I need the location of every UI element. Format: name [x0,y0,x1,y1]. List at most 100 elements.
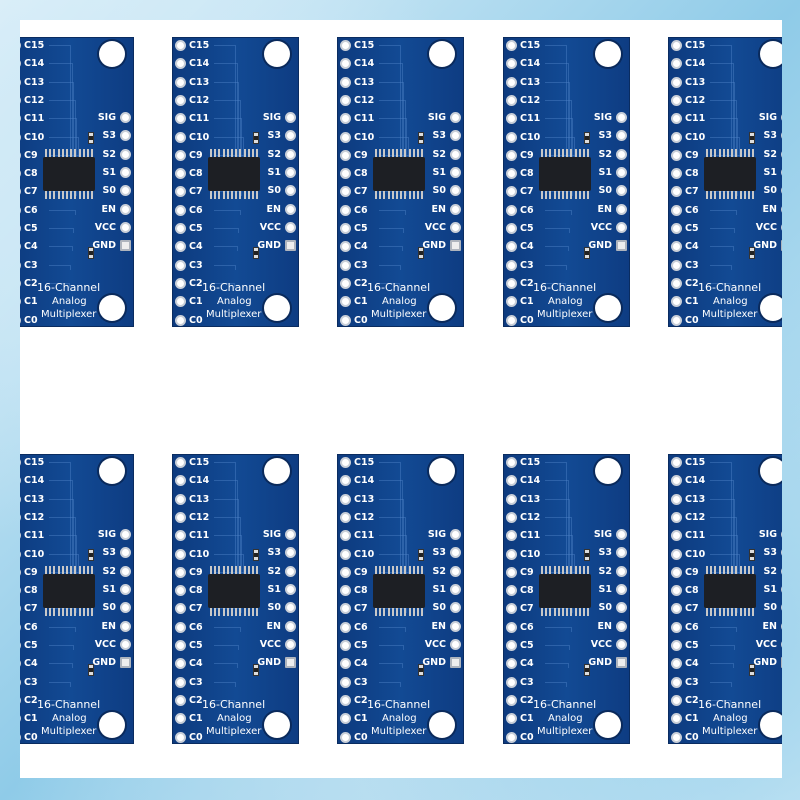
pin-pad [671,603,682,615]
ic-pin [587,149,590,157]
ic-pin [562,149,564,157]
pin-label: C8 [520,585,534,597]
pcb-trace [710,516,737,580]
pin-label: C0 [189,731,203,743]
pin-label: C3 [189,676,203,688]
pin-pad [175,168,186,180]
pin-pad [450,112,461,123]
pin-label: SIG [593,112,612,123]
pin-label: C14 [685,475,706,487]
pin-label: C9 [354,566,368,578]
ic-pin [727,191,729,199]
pin-pad [340,76,351,88]
ic-pin [247,191,250,199]
ic-pin [714,566,717,574]
ic-pin [566,566,569,574]
pin-pad [340,676,351,688]
pin-pad [120,185,131,197]
pin-pad [781,130,782,142]
ic-pin [49,608,52,616]
board-title: Analog [217,713,252,724]
pin-label: C11 [685,113,706,125]
pcb-trace [545,462,567,580]
pin-label: C8 [354,585,368,597]
pin-label: C5 [354,640,368,651]
pin-label: C11 [520,530,541,542]
pin-label: C5 [685,640,699,651]
ic-pin [583,191,585,199]
pin-pad [616,148,627,160]
pin-label: GND [753,657,777,669]
mounting-hole [760,295,782,321]
pin-pad [781,547,782,559]
pin-pad [616,565,627,577]
pin-pad [781,620,782,632]
mounting-hole [595,295,621,321]
pin-pad [175,713,186,725]
pcb-trace [49,516,76,580]
ic-pin [70,149,73,157]
pcb-trace [49,498,74,580]
ic-pin [396,149,398,157]
pin-pad [20,621,21,633]
pcb-trace [710,626,737,632]
pin-pad [340,40,351,51]
board-title: 16-Channel [367,698,431,711]
pin-label: C11 [354,113,375,125]
pin-pad [120,657,131,669]
pin-label: C10 [189,548,210,560]
ic-pin [61,608,64,616]
pin-label: S0 [102,185,116,197]
ic-pin [383,191,386,199]
ic-pin [222,149,225,157]
pcb-trace [379,209,406,215]
pin-label: C2 [354,277,368,289]
pcb-trace [710,663,734,669]
pin-label: C3 [24,259,38,271]
pin-label: C4 [354,658,368,670]
mounting-hole [99,458,125,484]
pcb-trace [214,498,239,580]
pcb-trace [710,480,734,580]
pin-pad [20,475,21,487]
pin-pad [506,223,517,234]
pin-label: C2 [189,277,203,289]
pcb-trace [710,228,735,233]
pin-label: SIG [427,529,446,540]
pcb-trace [214,681,236,687]
ic-pin [218,191,221,199]
pcb-trace [545,535,573,580]
pin-label: C7 [520,186,534,198]
ic-pin [375,191,377,199]
ic-pin [566,191,569,199]
pin-label: GND [753,240,777,252]
ic-pin [557,608,560,616]
pin-pad [285,565,296,577]
mounting-hole [760,458,782,484]
pin-pad [506,241,517,253]
ic-pin [735,566,738,574]
ic-pin [549,608,552,616]
pin-label: C15 [520,40,541,51]
ic-pin [78,608,81,616]
board-title: Multiplexer [41,726,97,737]
pcb-trace [545,699,566,705]
ic-pin [91,149,94,157]
pin-pad [781,565,782,577]
mounting-hole [595,712,621,738]
pin-label: GND [92,657,116,669]
pin-pad [506,621,517,633]
ic-pin [400,608,403,616]
ic-pin [57,149,60,157]
ic-pin [66,191,68,199]
ic-pin [748,608,750,616]
pcb-trace [49,462,71,580]
mounting-hole [99,712,125,738]
pcb-trace [710,498,735,580]
pcb-trace [49,45,71,163]
pcb-trace [214,480,238,580]
ic-pin [231,191,233,199]
pin-pad [340,241,351,253]
ic-pin [731,566,734,574]
pin-pad [340,658,351,670]
